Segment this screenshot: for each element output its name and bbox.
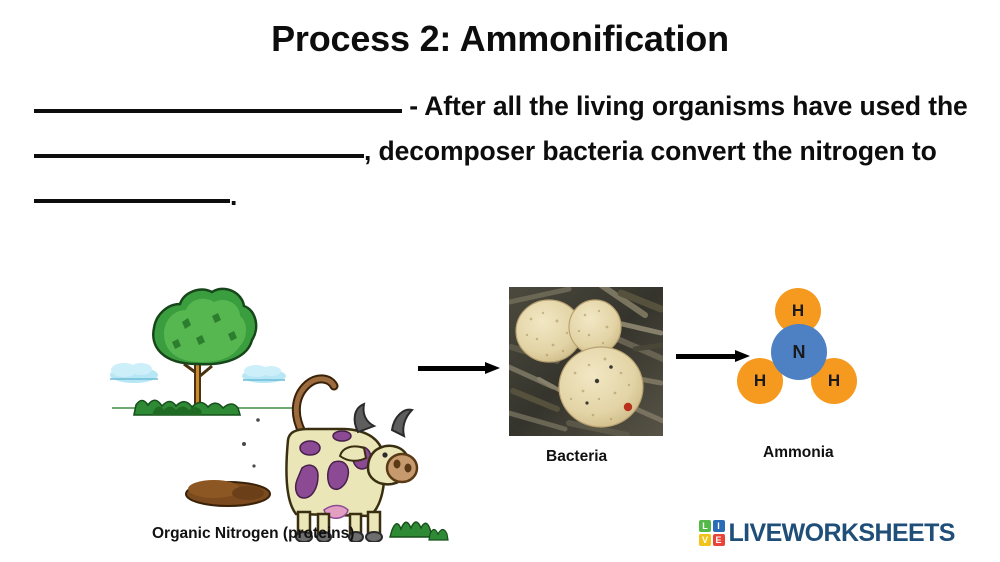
arrow-head bbox=[485, 362, 500, 374]
answer-blank-2[interactable] bbox=[34, 134, 364, 158]
tree-icon bbox=[152, 287, 258, 408]
specks bbox=[242, 418, 260, 468]
nitrogen-atom-center: N bbox=[771, 324, 827, 380]
logo-tile-l: L bbox=[699, 520, 711, 533]
tree-and-cow-graphic bbox=[110, 287, 449, 542]
logo-tile-e: E bbox=[712, 533, 725, 546]
ammonia-molecule-diagram: H H H N bbox=[735, 288, 865, 422]
prompt-segment-2: , decomposer bacteria convert the nitrog… bbox=[364, 136, 937, 166]
cloud-icon-left bbox=[110, 363, 158, 383]
arrow-shaft bbox=[418, 366, 486, 371]
organic-nitrogen-illustration bbox=[96, 272, 476, 542]
grass-patch bbox=[112, 399, 292, 416]
logo-tile-v: V bbox=[699, 533, 711, 546]
liveworksheets-logo-tiles: L I V E bbox=[699, 520, 725, 546]
liveworksheets-logo[interactable]: L I V E LIVEWORKSHEETS bbox=[699, 518, 955, 548]
prompt-segment-1: - After all the living organisms have us… bbox=[402, 91, 968, 121]
caption-organic-nitrogen: Organic Nitrogen (proteins) bbox=[152, 525, 355, 542]
logo-tile-i: I bbox=[712, 520, 725, 533]
fill-in-the-blank-prompt: - After all the living organisms have us… bbox=[34, 84, 969, 219]
arrow-shaft bbox=[676, 354, 736, 359]
arrow-head bbox=[735, 350, 750, 362]
cloud-icon-right bbox=[242, 365, 286, 383]
arrow-bacteria-to-ammonia-icon bbox=[676, 350, 750, 362]
arrow-organic-to-bacteria-icon bbox=[418, 362, 500, 374]
liveworksheets-wordmark: LIVEWORKSHEETS bbox=[728, 518, 956, 547]
caption-ammonia: Ammonia bbox=[763, 444, 834, 461]
cow-icon bbox=[285, 374, 419, 542]
grass-tuft-right bbox=[389, 521, 449, 541]
bacteria-photo bbox=[509, 287, 663, 436]
answer-blank-1[interactable] bbox=[34, 89, 402, 113]
caption-bacteria: Bacteria bbox=[546, 448, 608, 465]
answer-blank-3[interactable] bbox=[34, 179, 230, 203]
red-fleck bbox=[623, 402, 633, 412]
page-title: Process 2: Ammonification bbox=[271, 18, 729, 59]
dung-pile-icon bbox=[185, 480, 271, 507]
bacteria-photo-graphic bbox=[509, 287, 663, 436]
prompt-segment-3: . bbox=[230, 181, 238, 211]
